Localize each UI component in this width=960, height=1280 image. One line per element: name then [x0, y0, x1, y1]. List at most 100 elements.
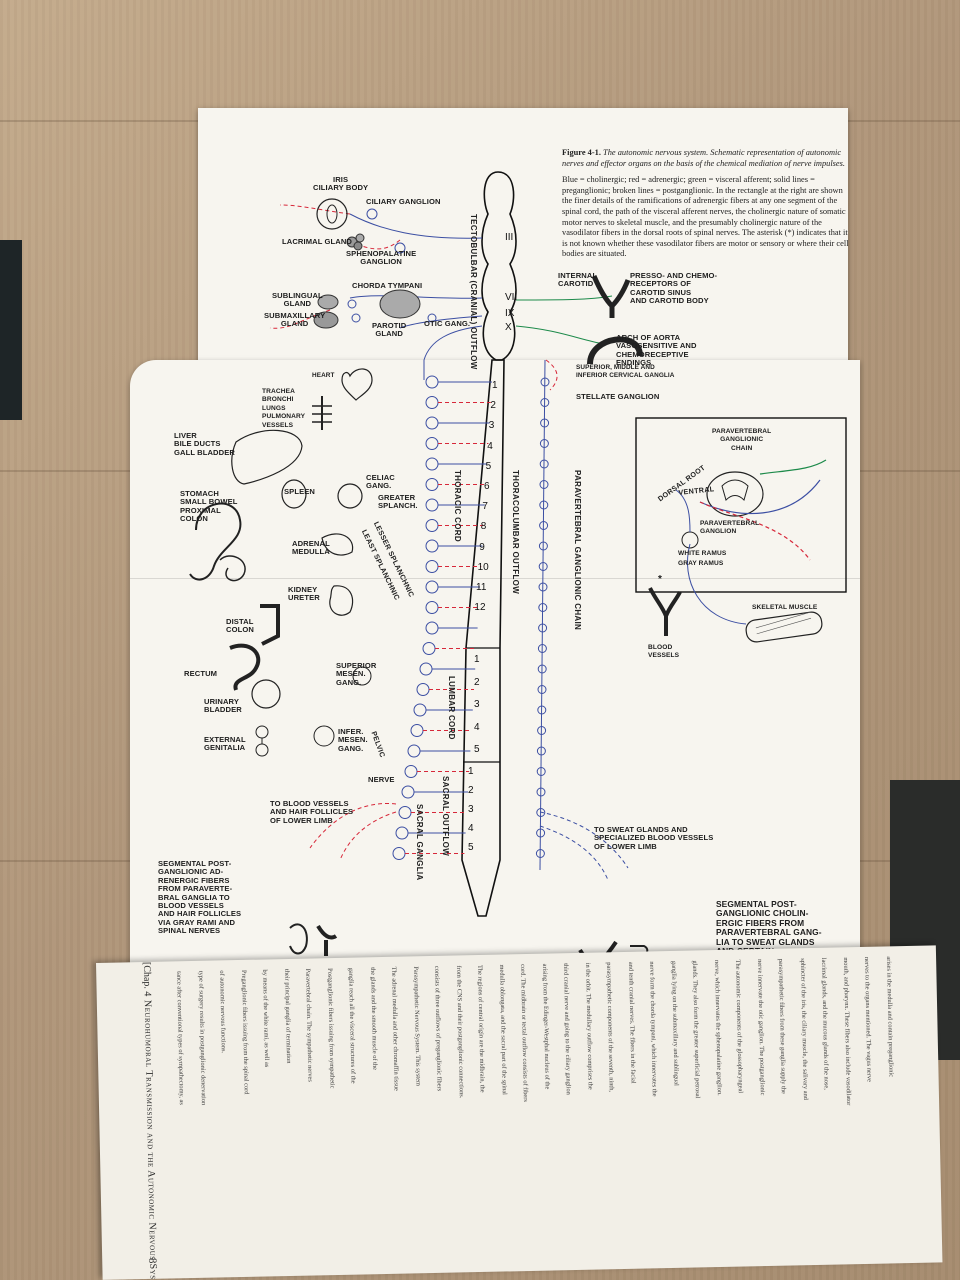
paravertebral-ganglion — [537, 705, 547, 715]
segment-ganglion — [425, 601, 439, 614]
book-text-line: third cranial nerve and going to the cil… — [562, 963, 572, 1095]
label-gray-ramus: GRAY RAMUS — [678, 560, 724, 567]
book-text-line: by means of the white rami, as well as — [261, 969, 271, 1068]
foldout-top-panel — [198, 108, 848, 380]
aortic-arch-icon — [587, 336, 643, 365]
segment-ganglion — [404, 765, 418, 778]
lumbar-segment-number: 1 — [474, 654, 480, 665]
label-liver: LIVER BILE DUCTS GALL BLADDER — [174, 431, 235, 457]
paravertebral-ganglion — [540, 398, 550, 407]
book-text-line: nerve form the chorda tympani, which inn… — [648, 961, 658, 1097]
thoracic-segment-number: 3 — [488, 420, 495, 432]
segment-ganglion — [395, 826, 409, 840]
book-text-line: their principal ganglia of termination — [282, 968, 292, 1064]
segment-ganglion — [422, 642, 436, 655]
paravertebral-ganglion — [537, 664, 547, 674]
thoracic-segment-number: 1 — [492, 380, 498, 391]
segment-ganglion — [425, 621, 439, 635]
segment-nerve-lines — [405, 381, 492, 854]
segment-ganglion — [410, 724, 424, 737]
label-lacrimal-gland: LACRIMAL GLAND — [282, 237, 353, 246]
segment-ganglion — [425, 519, 439, 532]
book-text-line: type of surgery results in postganglioni… — [196, 970, 207, 1106]
vlabel-thoracic-cord: THORACIC CORD — [453, 470, 462, 542]
thoracic-segment-number: 9 — [479, 541, 485, 553]
paravertebral-ganglia — [535, 377, 550, 858]
paravertebral-ganglion — [540, 377, 550, 387]
paravertebral-ganglion — [539, 459, 549, 469]
paravertebral-ganglion — [536, 746, 546, 756]
sacral-segment-number: 3 — [468, 804, 474, 815]
eye-icon — [316, 198, 378, 230]
sacral-segment-number: 2 — [468, 785, 474, 796]
book-text-line: Parasympathetic Nervous System. This sys… — [411, 966, 422, 1087]
paravertebral-ganglion — [538, 541, 548, 551]
label-submaxillary: SUBMAXILLARY GLAND — [264, 311, 326, 329]
paravertebral-ganglion — [537, 685, 547, 694]
label-adrenal: ADRENAL MEDULLA — [292, 539, 330, 557]
label-sublingual: SUBLINGUAL GLAND — [272, 291, 323, 309]
caption-title: Figure 4-1. — [562, 148, 601, 157]
hair-follicle-icon — [289, 923, 308, 955]
vlabel-sacral-ganglia: SACRAL GANGLIA — [415, 804, 424, 881]
paravertebral-ganglion — [540, 418, 550, 428]
segment-ganglion — [416, 683, 430, 696]
spleen-icon — [281, 479, 307, 509]
label-spleen: SPLEEN — [284, 487, 315, 496]
label-aortic-arch: ARCH OF AORTA VASOSENSITIVE AND CHEMOREC… — [616, 333, 697, 368]
label-nerve: NERVE — [368, 775, 395, 784]
paravertebral-ganglion — [539, 500, 549, 510]
segment-ganglion — [425, 437, 439, 450]
cranial-nerve-label: IX — [505, 308, 515, 319]
thoracic-segment-number: 2 — [490, 400, 496, 412]
label-superior-mesenteric: SUPERIOR MESEN. GANG. — [336, 661, 377, 687]
label-ciliary-ganglion: CILIARY GANGLION — [366, 197, 441, 206]
caption-title-rest: The autonomic nervous system. Schematic … — [562, 148, 845, 168]
cranial-nerve-label: X — [505, 322, 512, 333]
label-greater-splanchnic: GREATER SPLANCH. — [378, 493, 418, 511]
label-blood-vessels: BLOOD VESSELS — [648, 644, 680, 660]
book-text-line: arising from the Edinger-Westphal nucleu… — [540, 963, 551, 1090]
segment-ganglion — [398, 806, 412, 819]
book-chapter-tag: [Chap. 4 — [140, 961, 153, 997]
book-text-line: Paravertebral chain. The sympathetic ner… — [304, 968, 314, 1082]
heart-icon — [341, 368, 373, 401]
book-page-number: 8 — [146, 1257, 159, 1264]
book-text-line: arises in the medulla and contain pregan… — [884, 956, 895, 1078]
superior-mesenteric-ganglion-icon — [352, 666, 372, 686]
book-text-line: and tenth cranial nerves. The fibers in … — [626, 961, 637, 1084]
celiac-ganglion-icon — [337, 483, 363, 509]
book-page: Neurohumoral Transmission and the Autono… — [96, 945, 943, 1280]
paravertebral-ganglion — [536, 828, 546, 838]
book-text-line: ganglia lying on the submaxillary and su… — [669, 960, 680, 1086]
vlabel-paravertebral-chain: PARAVERTEBRAL GANGLIONIC CHAIN — [573, 470, 582, 631]
sphenopalatine-ganglion-icon — [394, 242, 406, 254]
blood-vessel-icon — [648, 587, 682, 636]
thoracic-segment-number: 7 — [482, 501, 488, 513]
paravertebral-ganglion — [538, 623, 548, 633]
sacral-segment-number: 5 — [468, 842, 474, 853]
book-text-line: medulla oblongata, and the sacral part o… — [497, 964, 508, 1095]
paravertebral-ganglion — [538, 603, 548, 612]
label-celiac: CELIAC GANG. — [366, 473, 395, 491]
label-parotid: PAROTID GLAND — [372, 321, 407, 339]
paravertebral-ganglion — [536, 787, 546, 797]
label-stomach: STOMACH SMALL BOWEL PROXIMAL COLON — [180, 489, 238, 524]
thoracic-segment-number: 10 — [477, 561, 489, 573]
lumbar-segment-number: 5 — [474, 744, 480, 755]
liver-icon — [231, 429, 303, 485]
thoracic-segment-number: 4 — [487, 440, 493, 452]
segment-ganglion — [425, 416, 439, 430]
lumbar-segment-number: 3 — [474, 699, 480, 710]
vlabel-thoracolumbar: THORACOLUMBAR OUTFLOW — [511, 470, 520, 595]
book-text-line: lacrimal glands, and the mucous glands o… — [820, 957, 830, 1090]
label-stellate-ganglion: STELLATE GANGLION — [576, 392, 660, 401]
label-chorda-tympani: CHORDA TYMPANI — [352, 281, 423, 290]
prevertebral-ganglia-column — [392, 375, 439, 860]
label-paravertebral-chain: PARAVERTEBRAL GANGLIONIC CHAIN — [712, 428, 772, 452]
skeletal-muscle-icon — [745, 611, 823, 643]
label-internal-carotid: INTERNAL CAROTID — [558, 271, 598, 289]
label-heart: HEART — [312, 372, 335, 379]
book-text-line: of autonomic nervous functions. — [218, 970, 227, 1054]
